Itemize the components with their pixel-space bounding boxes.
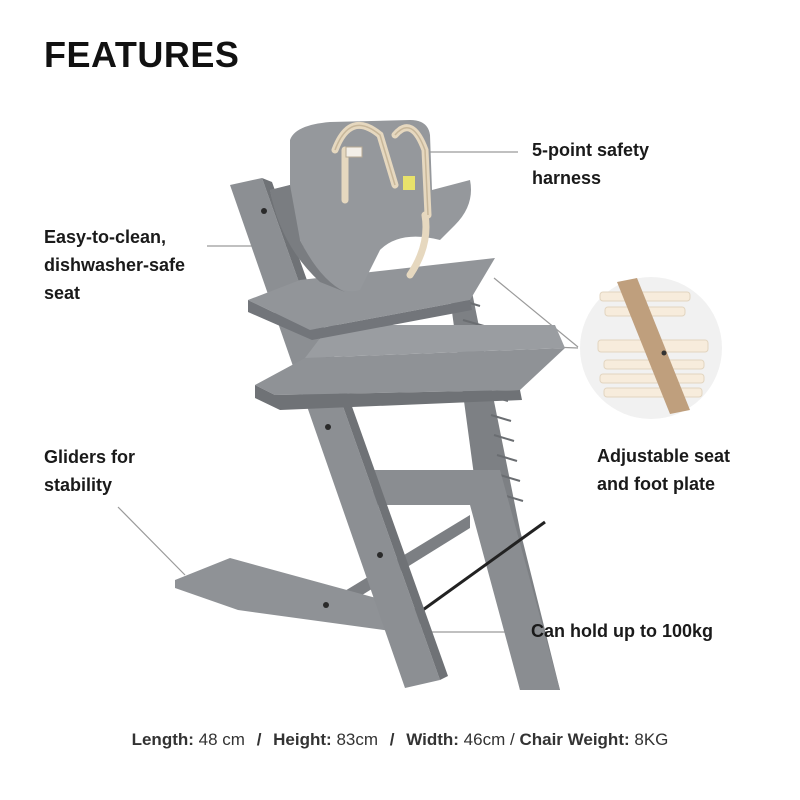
feature-label-harness: 5-point safety harness (532, 136, 649, 192)
leader-line-adjust-top (493, 277, 579, 348)
feature-text-line: Gliders for (44, 447, 136, 467)
separator: / (256, 730, 262, 749)
separator: / (509, 730, 515, 749)
harness-buckle (345, 146, 363, 158)
feature-label-adjustable: Adjustable seat and foot plate (597, 442, 730, 498)
rear-base-rail (370, 470, 560, 690)
feature-text-line: 5-point safety (532, 140, 650, 160)
weight-label: Chair Weight: (519, 730, 630, 749)
feature-text-line: Easy-to-clean, (44, 227, 167, 247)
length-value: 48 cm (198, 730, 245, 749)
weight-value: 8KG (634, 730, 669, 749)
metal-rod (419, 520, 546, 614)
baby-seat (270, 120, 471, 292)
feature-text-line: and foot plate (597, 474, 715, 494)
height-label: Height: (273, 730, 332, 749)
page-title: FEATURES (44, 34, 240, 75)
feature-text-line: Can hold up to 100kg (531, 621, 714, 641)
height-value: 83cm (336, 730, 379, 749)
feature-text-line: dishwasher-safe (44, 255, 186, 275)
feature-text-line: Adjustable seat (597, 446, 731, 466)
seat-plate-edge (248, 300, 472, 340)
leader-line-gliders (117, 506, 186, 576)
baby-seat-shadow (270, 185, 345, 292)
feature-text-line: seat (44, 283, 81, 303)
feature-label-capacity: Can hold up to 100kg (531, 617, 713, 645)
harness-tag (403, 176, 415, 190)
adjustable-detail-inset (580, 277, 722, 419)
seat-plate (248, 258, 495, 330)
length-label: Length: (131, 730, 194, 749)
separator: / (389, 730, 395, 749)
foot-plate (255, 348, 565, 395)
feature-text-line: harness (532, 168, 602, 188)
front-glider (175, 558, 420, 635)
harness-stitching (334, 124, 429, 216)
width-label: Width: (406, 730, 459, 749)
foot-plate-edge (255, 385, 522, 410)
dimensions-bar: Length: 48 cm / Height: 83cm / Width: 46… (0, 730, 800, 750)
width-value: 46cm (463, 730, 506, 749)
feature-text-line: stability (44, 475, 113, 495)
foot-plate-top (305, 325, 565, 358)
feature-label-gliders: Gliders for stability (44, 443, 135, 499)
feature-label-seat: Easy-to-clean, dishwasher-safe seat (44, 223, 185, 307)
